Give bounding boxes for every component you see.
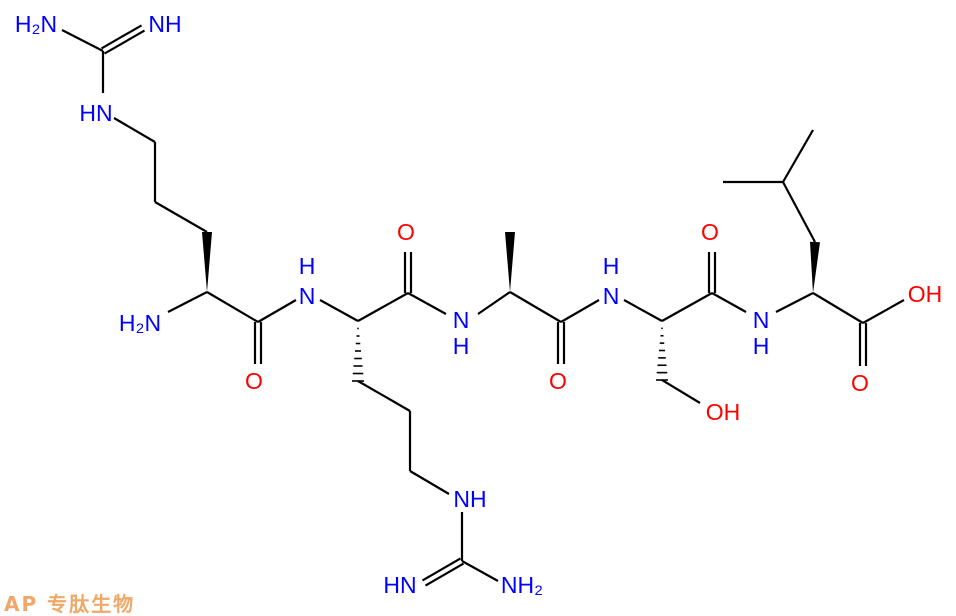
wedge-bond [810, 241, 820, 293]
single-bond [812, 292, 864, 324]
single-bond [782, 129, 814, 183]
double-bond [421, 557, 462, 582]
atom-label-oh: OH [706, 399, 741, 425]
single-bond [61, 29, 104, 52]
single-bond [782, 181, 816, 243]
atom-label-nh2: NH₂ [501, 572, 543, 598]
single-bond [319, 299, 359, 322]
atom-label-h: H [753, 333, 770, 359]
single-bond [409, 470, 450, 495]
single-bond [167, 291, 208, 313]
single-bond [407, 292, 447, 315]
atom-label-n: N [453, 307, 470, 333]
atom-label-nh: NH [453, 486, 486, 512]
single-bond [357, 380, 411, 412]
single-bond [509, 291, 562, 323]
single-bond [862, 299, 905, 324]
single-bond [477, 291, 511, 315]
single-bond [357, 292, 409, 322]
atom-label-n: N [753, 307, 770, 333]
double-bond [424, 562, 465, 587]
atom-label-oh: OH [908, 281, 943, 307]
single-bond [154, 201, 208, 233]
single-bond [560, 299, 600, 323]
atom-label-o: O [549, 368, 567, 394]
atom-label-h: H [453, 333, 470, 359]
atom-label-n: N [299, 283, 316, 309]
wedge-bond [202, 232, 212, 292]
single-bond [623, 299, 663, 322]
atom-label-o: O [245, 368, 263, 394]
single-bond [113, 117, 156, 143]
single-bond [661, 379, 701, 404]
atom-label-n: N [603, 283, 620, 309]
watermark-logo: AP 专肽生物 [4, 592, 136, 616]
atom-label-h: H [299, 253, 316, 279]
atom-label-o: O [701, 219, 719, 245]
atom-label-nh2: H₂N [15, 11, 57, 37]
single-bond [257, 299, 297, 323]
single-bond [661, 292, 713, 322]
atom-label-o: O [397, 219, 415, 245]
atom-label-hn: HN [79, 100, 112, 126]
atom-label-hn: HN [383, 572, 416, 598]
double-bond [100, 24, 143, 50]
single-bond [775, 292, 814, 313]
atom-label-nh2: H₂N [119, 310, 161, 336]
atom-label-nh: NH [148, 11, 181, 37]
bonds [61, 24, 905, 587]
atom-label-h: H [603, 253, 620, 279]
atom-label-o: O [851, 370, 869, 396]
atom-labels: H₂N NH HN H₂N O H N O N H NH HN NH₂ O H … [15, 11, 942, 598]
double-bond [103, 29, 146, 55]
wedge-bond [505, 232, 515, 292]
single-bond [711, 292, 747, 313]
single-bond [461, 560, 499, 582]
single-bond [206, 291, 259, 323]
